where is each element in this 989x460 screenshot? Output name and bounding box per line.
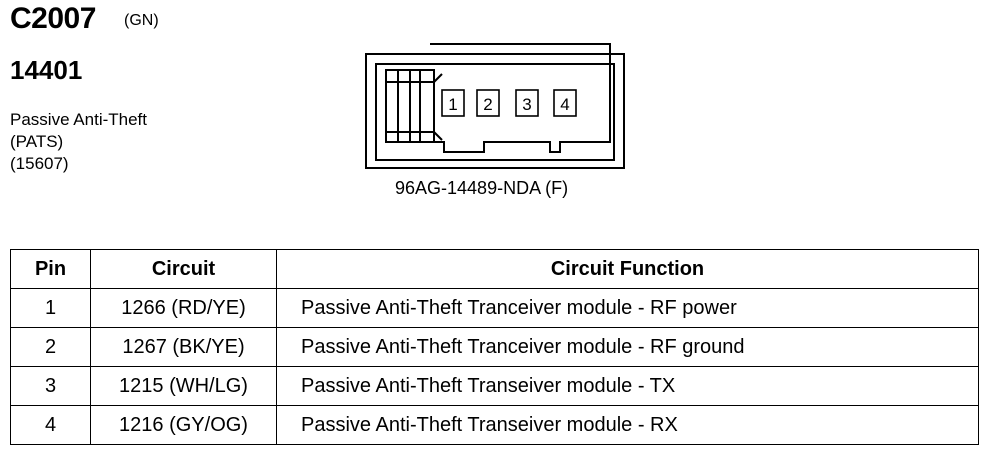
pin-cell: 4 [10,405,91,445]
column-header-circuit-function: Circuit Function [276,249,979,289]
description-line-3: (15607) [10,154,69,173]
description-line-2: (PATS) [10,132,64,151]
table-row: 4 1216 (GY/OG) Passive Anti-Theft Transe… [10,405,979,445]
connector-inner-frame [375,63,615,161]
connector-part-number: 96AG-14489-NDA (F) [395,178,569,198]
pin-label-1: 1 [448,95,457,114]
circuit-cell: 1266 (RD/YE) [90,288,277,328]
connector-housing [430,43,611,153]
connector-id: C2007 [10,2,96,35]
function-cell: Passive Anti-Theft Tranceiver module - R… [276,288,979,328]
pin-label-4: 4 [560,95,569,114]
circuit-cell: 1216 (GY/OG) [90,405,277,445]
pin-box-4 [553,89,577,117]
pin-cell: 3 [10,366,91,406]
function-cell: Passive Anti-Theft Transeiver module - R… [276,405,979,445]
pin-box-1 [441,89,465,117]
description-line-1: Passive Anti-Theft [10,110,148,129]
pin-label-3: 3 [522,95,531,114]
table-row: 3 1215 (WH/LG) Passive Anti-Theft Transe… [10,366,979,406]
table-header-row: Pin Circuit Circuit Function [10,249,979,289]
table-row: 2 1267 (BK/YE) Passive Anti-Theft Trance… [10,327,979,367]
connector-outer-body [365,53,625,169]
column-header-pin: Pin [10,249,91,289]
pin-cell: 2 [10,327,91,367]
function-cell: Passive Anti-Theft Tranceiver module - R… [276,327,979,367]
connector-color: (GN) [124,12,159,29]
function-cell: Passive Anti-Theft Transeiver module - T… [276,366,979,406]
circuit-cell: 1267 (BK/YE) [90,327,277,367]
pin-table: Pin Circuit Circuit Function 1 1266 (RD/… [10,249,979,445]
circuit-cell: 1215 (WH/LG) [90,366,277,406]
pin-box-3 [515,89,539,117]
column-header-circuit: Circuit [90,249,277,289]
pin-box-2 [476,89,500,117]
pin-label-2: 2 [483,95,492,114]
table-row: 1 1266 (RD/YE) Passive Anti-Theft Trance… [10,288,979,328]
part-number: 14401 [10,55,83,85]
pin-cell: 1 [10,288,91,328]
connector-diagram: 1 2 3 4 [365,43,625,169]
